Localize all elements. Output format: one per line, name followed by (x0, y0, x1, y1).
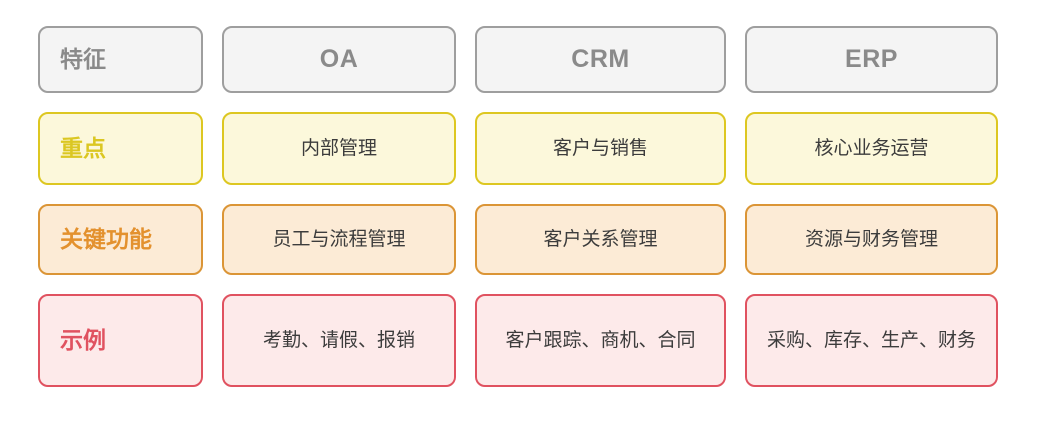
table-header-oa: OA (222, 26, 456, 93)
cell-focus-oa-text: 内部管理 (300, 137, 377, 159)
cell-focus-erp: 核心业务运营 (745, 112, 998, 185)
row-label-focus: 重点 (38, 112, 203, 185)
cell-focus-crm: 客户与销售 (475, 112, 726, 185)
cell-key-features-crm: 客户关系管理 (475, 204, 726, 275)
cell-examples-erp: 采购、库存、生产、财务 (745, 294, 998, 387)
cell-focus-erp-text: 核心业务运营 (814, 137, 929, 159)
table-header-crm: CRM (475, 26, 726, 93)
cell-examples-oa-text: 考勤、请假、报销 (262, 329, 415, 351)
cell-examples-oa: 考勤、请假、报销 (222, 294, 456, 387)
cell-examples-crm-text: 客户跟踪、商机、合同 (505, 329, 696, 351)
table-grid: 特征 OA CRM ERP 重点 内部管理 客户与销售 核心业务运营 关键功能 … (38, 26, 998, 387)
table-header-feature-label: 特征 (60, 45, 106, 72)
table-header-crm-label: CRM (571, 44, 630, 73)
cell-focus-oa: 内部管理 (222, 112, 456, 185)
cell-focus-crm-text: 客户与销售 (552, 137, 648, 159)
cell-examples-erp-text: 采购、库存、生产、财务 (766, 329, 976, 351)
cell-key-features-erp-text: 资源与财务管理 (804, 228, 938, 250)
cell-key-features-crm-text: 客户关系管理 (543, 228, 658, 250)
table-header-erp-label: ERP (845, 44, 898, 73)
row-label-focus-text: 重点 (60, 134, 106, 161)
table-header-erp: ERP (745, 26, 998, 93)
cell-key-features-oa: 员工与流程管理 (222, 204, 456, 275)
row-label-key-features-text: 关键功能 (60, 225, 152, 252)
table-header-oa-label: OA (319, 44, 359, 73)
cell-key-features-erp: 资源与财务管理 (745, 204, 998, 275)
cell-examples-crm: 客户跟踪、商机、合同 (475, 294, 726, 387)
table-header-feature: 特征 (38, 26, 203, 93)
row-label-key-features: 关键功能 (38, 204, 203, 275)
row-label-examples: 示例 (38, 294, 203, 387)
row-label-examples-text: 示例 (60, 326, 106, 353)
cell-key-features-oa-text: 员工与流程管理 (272, 228, 406, 250)
